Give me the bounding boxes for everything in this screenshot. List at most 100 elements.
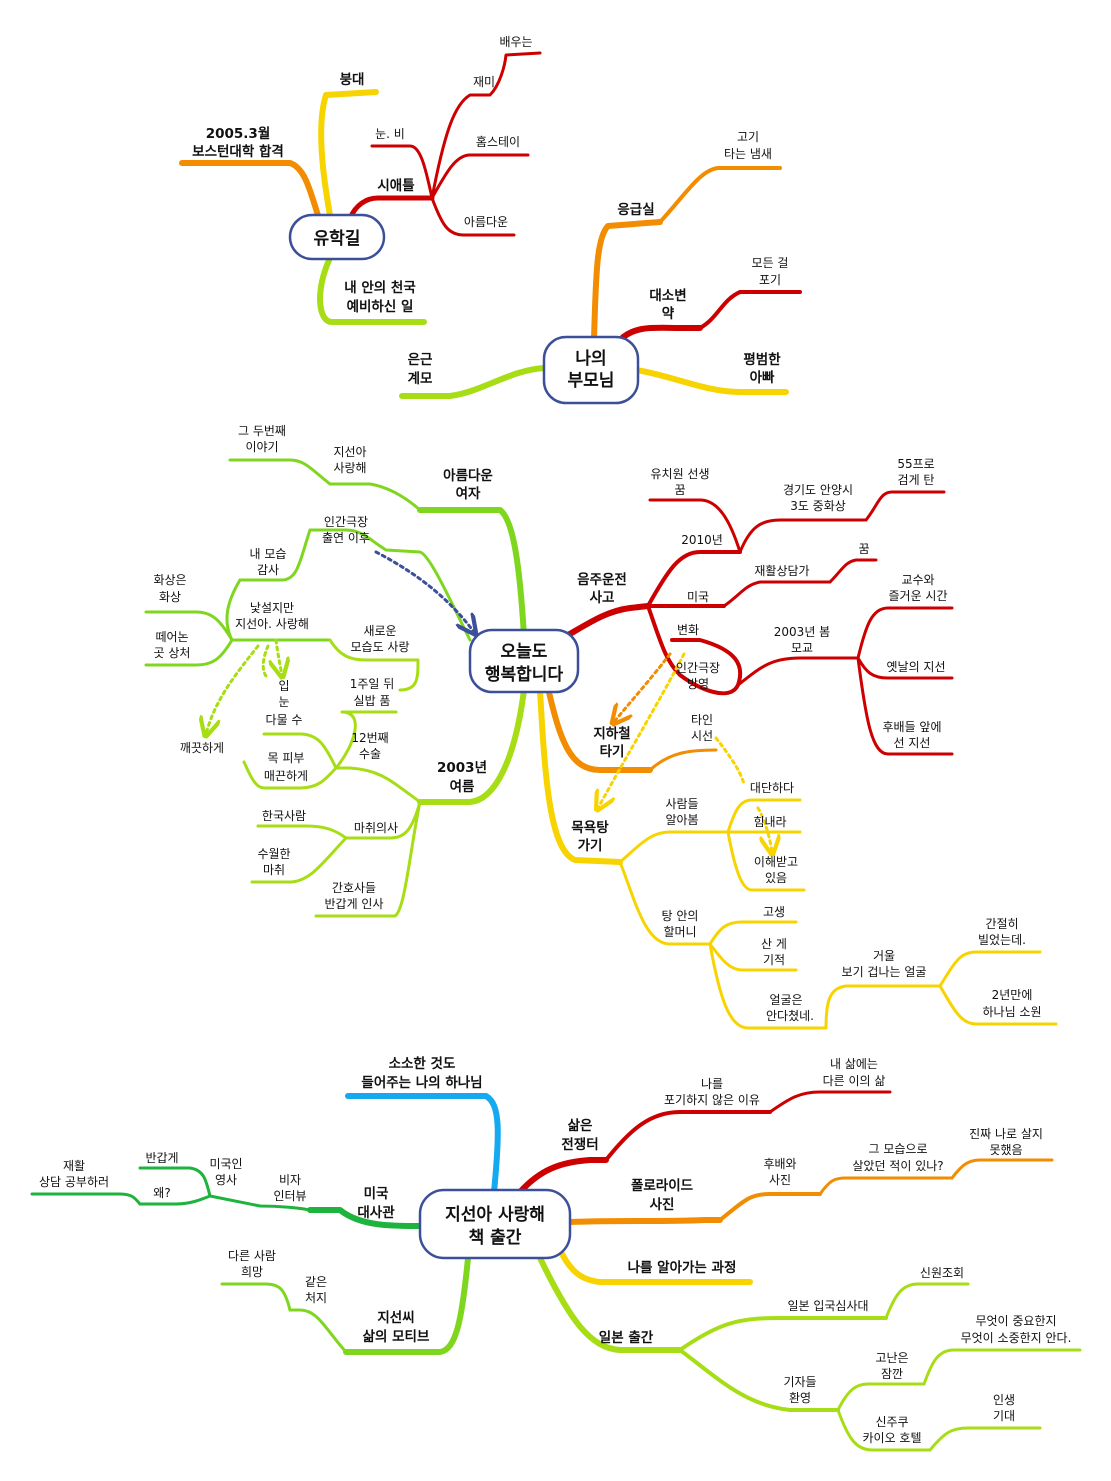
leaf-mouth-1: 입 xyxy=(278,679,289,693)
leaf-lived-2: 살았던 적이 있나? xyxy=(852,1159,943,1173)
link-summer-12 xyxy=(334,766,422,804)
leaf-12-2: 수술 xyxy=(359,747,381,761)
link-mirror-pray xyxy=(938,950,1042,988)
branch-heaven xyxy=(317,255,427,325)
map-book xyxy=(30,1090,1082,1452)
node-bath-1: 목욕탕 xyxy=(571,819,609,836)
leaf-glad: 반갑게 xyxy=(145,1151,178,1165)
leaf-visa-1: 비자 xyxy=(279,1173,301,1187)
leaf-second-1: 그 두번째 xyxy=(238,424,286,438)
leaf-theater-1: 인간극장 xyxy=(676,661,720,675)
branch-summer xyxy=(417,687,527,805)
branch-bandage xyxy=(318,89,379,218)
link-battle-reason xyxy=(604,1110,772,1162)
leaf-meat-2: 타는 냄새 xyxy=(724,147,772,161)
leaf-immig: 일본 입국심사대 xyxy=(787,1299,868,1313)
map-happy-today-labels: 오늘도 행복합니다 아름다운 여자 지선아 사랑해 그 두번째 이야기 음주운전… xyxy=(153,424,1041,1023)
leaf-dream: 꿈 xyxy=(858,542,869,556)
branch-boston xyxy=(179,160,323,225)
node-battle-1: 삶은 xyxy=(568,1117,593,1134)
link-grandma-miracle xyxy=(708,942,798,972)
leaf-2003spring-1: 2003년 봄 xyxy=(774,625,830,639)
leaf-2010: 2010년 xyxy=(681,533,723,547)
leaf-oldgaze: 옛날의 지선 xyxy=(886,660,945,674)
link-grandma-hard xyxy=(708,920,798,946)
branch-small xyxy=(345,1093,501,1195)
node-boston-2: 보스턴대학 합격 xyxy=(192,143,284,160)
link-recognize-great xyxy=(726,798,802,834)
leaf-reporters-2: 환영 xyxy=(789,1391,811,1405)
relation-theater-subway xyxy=(614,652,672,722)
leaf-hotel-1: 신주쿠 xyxy=(875,1415,908,1429)
relation-others-great xyxy=(714,736,746,786)
leaf-why: 왜? xyxy=(153,1186,170,1200)
leaf-photo-2: 사진 xyxy=(769,1173,791,1187)
link-2010-gyeonggi xyxy=(738,518,868,554)
root-node-book[interactable] xyxy=(418,1188,572,1260)
root-label-parents-2: 부모님 xyxy=(568,371,615,391)
leaf-recognize-2: 알아봄 xyxy=(665,813,698,827)
root-node-study-abroad[interactable] xyxy=(288,213,386,261)
leaf-give-2: 포기 xyxy=(759,273,781,287)
leaf-miracle-1: 산 게 xyxy=(761,937,787,951)
leaf-twoyears-1: 2년만에 xyxy=(992,988,1033,1002)
leaf-junior-1: 후배들 앞에 xyxy=(882,720,941,734)
leaf-mouth-3: 다물 수 xyxy=(266,713,303,727)
leaf-newme-1: 새로운 xyxy=(363,624,396,638)
leaf-mirror-2: 보기 겁나는 얼굴 xyxy=(842,965,927,979)
leaf-other-2: 다른 이의 삶 xyxy=(823,1074,886,1088)
relation-strange-mouth xyxy=(276,638,282,675)
link-reporters-hard xyxy=(836,1382,926,1412)
link-photo-lived xyxy=(818,1176,954,1196)
leaf-mirror-1: 거울 xyxy=(873,949,895,963)
node-boston-1: 2005.3월 xyxy=(206,125,271,142)
leaf-hope-2: 희망 xyxy=(241,1265,263,1279)
leaf-grandma-2: 할머니 xyxy=(663,925,696,939)
link-mirror-twoyears xyxy=(938,984,1058,1026)
root-node-happy-today[interactable] xyxy=(468,628,580,694)
node-japan: 일본 출간 xyxy=(599,1329,654,1346)
link-strange-scar xyxy=(144,638,234,667)
node-battle-2: 전쟁터 xyxy=(561,1136,598,1153)
node-seattle: 시애틀 xyxy=(377,178,414,194)
leaf-rehab-2: 상담 공부하러 xyxy=(39,1175,109,1189)
branch-dad xyxy=(633,367,789,395)
leaf-kinder-1: 유치원 선생 xyxy=(650,467,709,481)
leaf-great: 대단하다 xyxy=(750,781,794,795)
leaf-2003spring-2: 모교 xyxy=(791,641,813,655)
leaf-neck-2: 매끈하게 xyxy=(264,769,308,783)
leaf-burn-2: 화상 xyxy=(159,590,181,604)
leaf-korean: 한국사람 xyxy=(262,809,306,823)
leaf-hard: 고생 xyxy=(763,905,785,919)
root-node-parents[interactable] xyxy=(542,335,640,405)
link-why-rehab xyxy=(30,1192,142,1206)
node-summer-1: 2003년 xyxy=(437,760,487,776)
link-immig-credit xyxy=(884,1282,970,1320)
leaf-theater-after-2: 출연 이후 xyxy=(322,531,370,545)
node-small-2: 들어주는 나의 하나님 xyxy=(361,1074,482,1091)
node-polaroid-1: 폴로라이드 xyxy=(631,1177,694,1194)
leaf-same-1: 같은 xyxy=(305,1275,327,1289)
branch-japan xyxy=(537,1255,683,1353)
branch-motive xyxy=(343,1255,471,1355)
leaf-pray-1: 간절히 xyxy=(985,917,1018,931)
link-seattle-beautiful xyxy=(430,196,516,237)
link-seattle-learn xyxy=(430,51,542,200)
link-12-neck xyxy=(242,760,338,790)
leaf-recognize-1: 사람들 xyxy=(665,797,698,811)
link-change-2003 xyxy=(736,656,860,687)
leaf-hard-2: 잠깐 xyxy=(881,1367,903,1381)
link-accident-2010 xyxy=(646,550,742,608)
link-visa-why xyxy=(138,1194,212,1206)
link-beauty-jisun xyxy=(328,482,422,512)
link-polaroid-photo xyxy=(718,1192,822,1222)
leaf-thanks-1: 내 모습 xyxy=(250,547,287,561)
link-12-mouth xyxy=(262,732,338,770)
leaf-reason-1: 나를 xyxy=(701,1077,723,1091)
leaf-meat-1: 고기 xyxy=(737,130,759,144)
leaf-grandma-1: 탕 안의 xyxy=(662,909,699,923)
node-bath-2: 가기 xyxy=(578,838,603,854)
map-happy-today xyxy=(144,458,1058,1030)
relation-theater-root xyxy=(374,550,474,632)
link-12-week xyxy=(334,710,398,770)
